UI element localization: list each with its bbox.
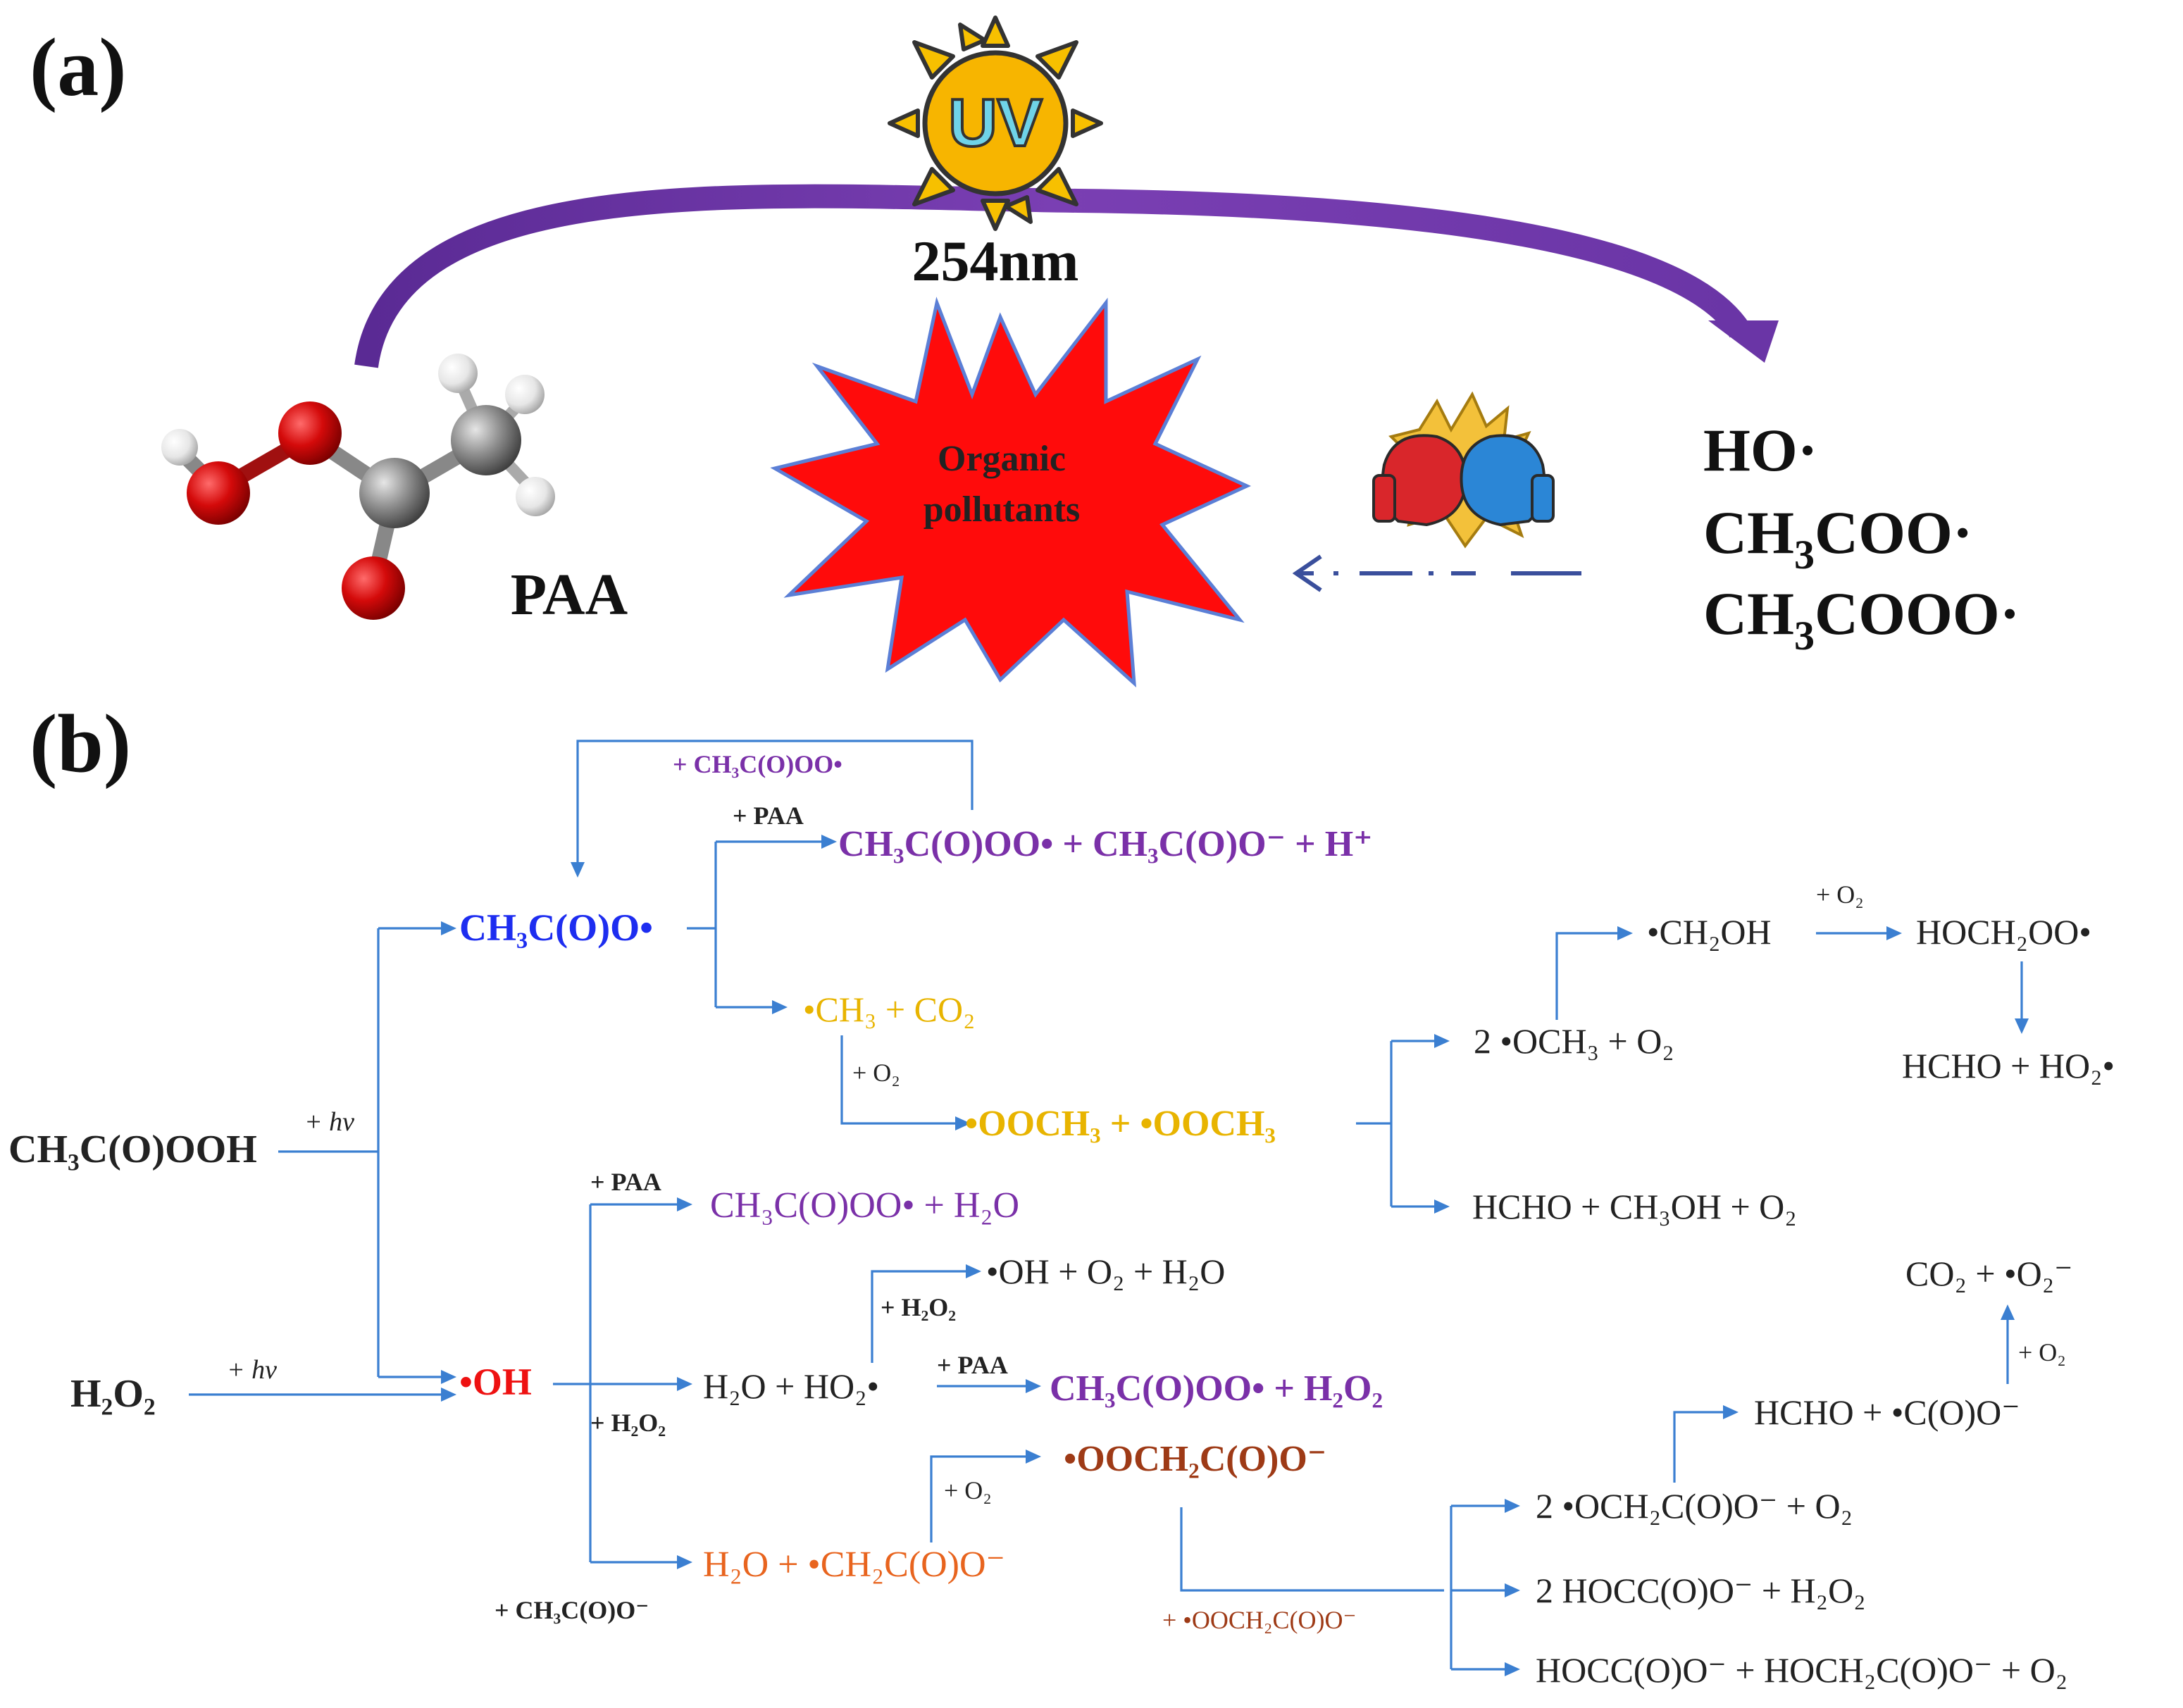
wavelength-label: 254nm <box>912 229 1079 293</box>
organic-pollutants-burst <box>770 297 1251 688</box>
burst-text-line1: Organic <box>938 439 1066 479</box>
pathway-arrows <box>189 740 2029 1676</box>
reactant-h2o2: H₂O₂ <box>70 1372 156 1416</box>
ch2oh: •CH₂OH <box>1647 912 1772 952</box>
hv-label-2: + hv <box>227 1355 277 1385</box>
boxing-gloves-icon <box>1372 391 1555 549</box>
och3-o2: 2 •OCH₃ + O₂ <box>1474 1021 1674 1061</box>
burst-text-line2: pollutants <box>923 490 1081 530</box>
product-top: CH₃C(O)OO• + CH₃C(O)O⁻ + H⁺ <box>838 824 1373 864</box>
radical-ho: HO· <box>1703 416 1817 484</box>
h2o-ch2coo: H₂O + •CH₂C(O)O⁻ <box>703 1545 1005 1585</box>
plus-o2-3: + O₂ <box>944 1476 992 1504</box>
uv-activation-arc <box>354 184 1750 368</box>
hcho-co: HCHO + •C(O)O⁻ <box>1754 1392 2020 1432</box>
co2-o2: CO₂ + •O₂⁻ <box>1905 1254 2073 1293</box>
radical-ch3cooo: CH3COOO· <box>1703 580 2020 659</box>
plus-paa-top: + PAA <box>733 802 804 830</box>
uv-label: UV <box>948 85 1042 161</box>
loop-reagent: + CH₃C(O)OO• <box>673 750 842 778</box>
hocc-hoch2: HOCC(O)O⁻ + HOCH₂C(O)O⁻ + O₂ <box>1536 1650 2067 1690</box>
hv-label-1: + hv <box>304 1107 354 1137</box>
h2o-ho2: H₂O + HO₂• <box>703 1366 879 1406</box>
plus-h2o2-a: + H₂O₂ <box>881 1293 956 1321</box>
molecule-icon <box>161 354 555 620</box>
och2coo: 2 •OCH₂C(O)O⁻ + O₂ <box>1536 1486 1853 1526</box>
pathway-labels: CH₃C(O)OOH + hv H₂O₂ + hv CH₃C(O)O• •OH … <box>8 750 2115 1690</box>
paa-oo-h2o: CH₃C(O)OO• + H₂O <box>710 1185 1019 1226</box>
panel-a-label: (a) <box>30 21 127 113</box>
plus-o2-2: + O₂ <box>1816 880 1864 909</box>
radical-ch3coo-b: CH₃C(O)O• <box>459 906 653 949</box>
panel-b-label: (b) <box>30 697 131 790</box>
hcho-ho2: HCHO + HO₂• <box>1902 1046 2115 1085</box>
uv-activation-arrowhead <box>1708 320 1779 363</box>
plus-paa-mid: + PAA <box>590 1168 661 1196</box>
hocc-h2o2: 2 HOCC(O)O⁻ + H₂O₂ <box>1536 1571 1866 1610</box>
plus-o2-1: + O₂ <box>852 1059 900 1087</box>
ch3-co2: •CH₃ + CO₂ <box>803 990 975 1029</box>
plus-o2-4: + O₂ <box>2018 1338 2066 1366</box>
plus-paa-ho2: + PAA <box>937 1351 1008 1379</box>
reactant-paa: CH₃C(O)OOH <box>8 1128 257 1171</box>
radical-oh-b: •OH <box>459 1361 532 1403</box>
paa-oo-h2o2: CH₃C(O)OO• + H₂O₂ <box>1050 1369 1383 1409</box>
plus-ooch2: + •OOCH₂C(O)O⁻ <box>1162 1606 1356 1634</box>
hoch2oo: HOCH₂OO• <box>1916 912 2091 952</box>
radical-ch3coo: CH3COO· <box>1703 499 1973 578</box>
oh-o2-h2o: •OH + O₂ + H₂O <box>986 1252 1225 1291</box>
plus-h2o2-b: + H₂O₂ <box>590 1409 666 1437</box>
plus-ch3coo-minus: + CH₃C(O)O⁻ <box>495 1596 649 1624</box>
ooch2coo: •OOCH₂C(O)O⁻ <box>1064 1439 1326 1479</box>
paa-label: PAA <box>511 562 628 628</box>
dashed-attack-arrow <box>1292 554 1581 592</box>
sun-icon: UV <box>888 15 1103 231</box>
hcho-ch3oh: HCHO + CH₃OH + O₂ <box>1472 1187 1797 1226</box>
ooch3-pair: •OOCH₃ + •OOCH₃ <box>965 1104 1276 1144</box>
